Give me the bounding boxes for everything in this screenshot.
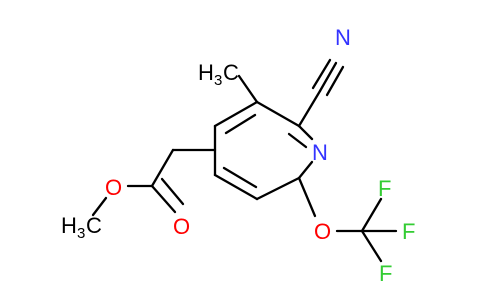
methoxy-subscript: 3 [77, 225, 85, 242]
ester-double-oxygen: O [173, 214, 190, 239]
bond-c2-n1-inner [287, 132, 308, 149]
bond-c4-c3-outer [213, 100, 259, 128]
ring-nitrogen: N [312, 140, 328, 165]
bond-c3-methyl [237, 74, 259, 104]
bond-cf3-f-top [360, 197, 383, 233]
methyl-subscript: 3 [214, 72, 222, 89]
bond-carbonyl-o-double-b [160, 177, 185, 206]
bond-c3-c4-inner [224, 113, 257, 135]
bond-carbonyl-o-double-a [150, 184, 177, 214]
bond-cyano-triple-c [325, 65, 345, 97]
bond-c5-c4-inner [222, 166, 258, 189]
bond-n1-c6 [297, 160, 314, 180]
bond-c3-c2 [255, 100, 301, 128]
bond-cf3-f-bottom [360, 229, 383, 263]
methoxy-label: H 3 C [61, 213, 102, 242]
bond-c6-ether-o [297, 176, 317, 218]
methyl-c: C [223, 60, 239, 85]
ether-oxygen: O [314, 219, 331, 244]
pyridine-ring [213, 100, 314, 201]
ester-single-oxygen: O [105, 175, 122, 200]
bond-c5-c4 [213, 173, 259, 201]
nitrile-nitrogen: N [335, 25, 351, 50]
fluorine-right: F [402, 219, 415, 244]
methoxy-c: C [86, 213, 102, 238]
methoxy-h: H [61, 213, 77, 238]
fluorine-bottom: F [379, 261, 392, 286]
methyl-h: H [198, 60, 214, 85]
bond-c6-c5 [255, 176, 301, 201]
bond-ch2-carbonyl [150, 148, 175, 188]
fluorine-top: F [378, 176, 391, 201]
bond-c2-n1 [297, 124, 314, 141]
bond-o-methoxy [91, 196, 108, 217]
bond-c2-cyano-c [297, 89, 322, 128]
substituent-bonds [91, 58, 398, 263]
bond-cyano-triple-a [318, 61, 338, 93]
methyl-label: H 3 C [198, 60, 239, 89]
bond-cyano-triple-b [311, 58, 332, 90]
